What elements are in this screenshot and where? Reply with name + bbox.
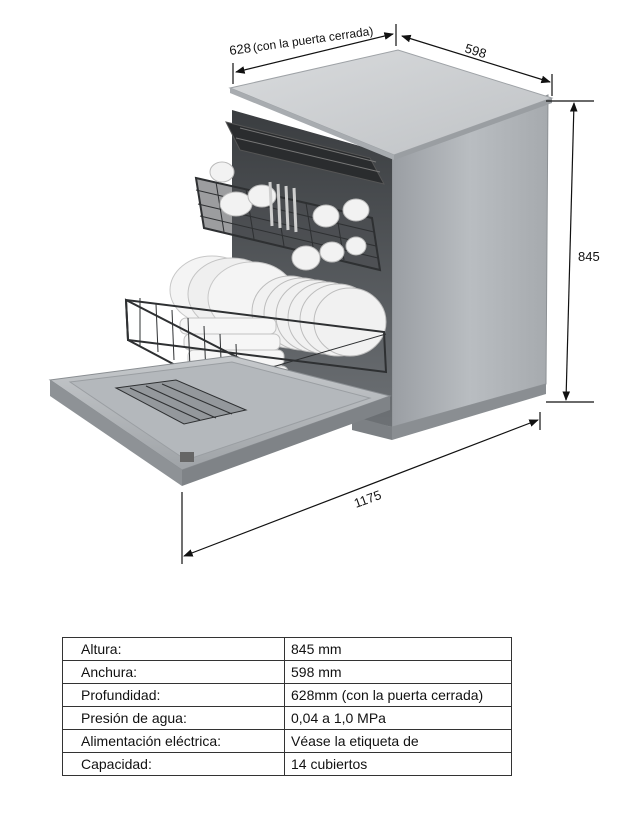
upper-basket	[194, 161, 382, 272]
spec-row: Profundidad:628mm (con la puerta cerrada…	[62, 683, 512, 707]
depth-label: 628(con la puerta cerrada)	[228, 23, 374, 58]
dimension-lines	[181, 24, 594, 564]
spec-row: Presión de agua:0,04 a 1,0 MPa	[62, 706, 512, 730]
spec-value: 598 mm	[284, 660, 512, 684]
spec-value: 845 mm	[284, 637, 512, 661]
spec-value: Véase la etiqueta de	[284, 729, 512, 753]
height-label: 845	[578, 249, 600, 264]
spec-label: Capacidad:	[62, 752, 285, 776]
spec-row: Altura:845 mm	[62, 637, 512, 661]
spec-label: Anchura:	[62, 660, 285, 684]
spec-value: 0,04 a 1,0 MPa	[284, 706, 512, 730]
open-depth-label: 1175	[352, 487, 383, 511]
spec-label: Alimentación eléctrica:	[62, 729, 285, 753]
spec-label: Profundidad:	[62, 683, 285, 707]
dishwasher-illustration	[48, 49, 554, 486]
lower-plates	[169, 255, 387, 383]
spec-label: Presión de agua:	[62, 706, 285, 730]
dishwasher-dimension-diagram: 628(con la puerta cerrada) 598 845 1175	[48, 23, 600, 564]
spec-label: Altura:	[62, 637, 285, 661]
spec-row: Anchura:598 mm	[62, 660, 512, 684]
spec-value: 628mm (con la puerta cerrada)	[284, 683, 512, 707]
spec-row: Capacidad:14 cubiertos	[62, 752, 512, 776]
width-label: 598	[463, 41, 488, 62]
spec-value: 14 cubiertos	[284, 752, 512, 776]
spec-row: Alimentación eléctrica:Véase la etiqueta…	[62, 729, 512, 753]
